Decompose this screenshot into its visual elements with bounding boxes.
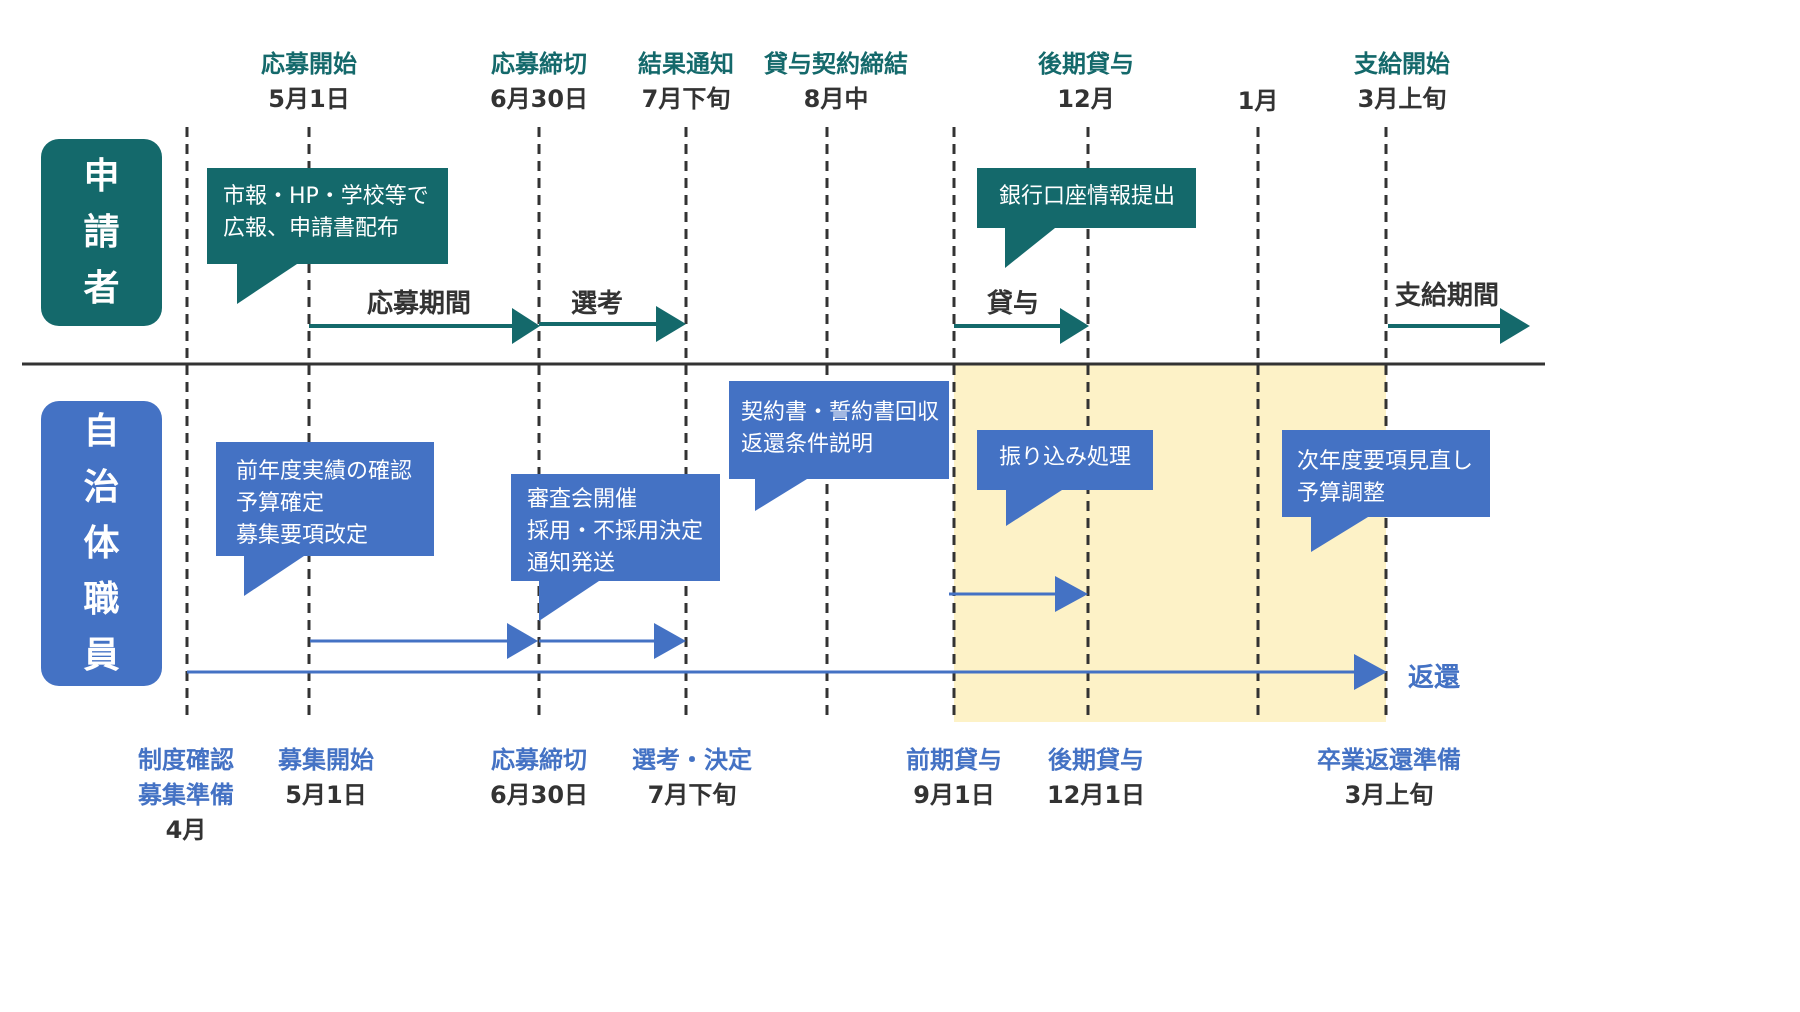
arrow-application-period — [309, 308, 540, 344]
phase-selection: 選考 — [571, 289, 624, 319]
bottom-milestone-date: 6月30日 — [489, 781, 589, 809]
bottom-milestone-title: 制度確認 — [138, 746, 234, 774]
arrow-loan — [954, 308, 1089, 344]
lane-applicant-char: 申 — [83, 155, 120, 197]
note-line: 採用・不採用決定 — [527, 519, 704, 544]
note-next-year: 次年度要項見直し 予算調整 — [1282, 430, 1490, 552]
bottom-milestone-title: 応募締切 — [491, 746, 587, 774]
bubble-tail — [1006, 490, 1062, 526]
bubble-tail — [237, 264, 297, 304]
note-line: 予算調整 — [1297, 481, 1386, 506]
arrow-staff-recruit — [310, 623, 538, 659]
bottom-milestone-title: 後期貸与 — [1048, 746, 1144, 774]
note-review: 審査会開催 採用・不採用決定 通知発送 — [511, 474, 720, 621]
note-line: 返還条件説明 — [741, 432, 874, 457]
note-line: 募集要項改定 — [236, 523, 369, 548]
lane-staff-char: 員 — [83, 634, 120, 676]
bottom-milestone-title: 募集準備 — [138, 781, 234, 809]
phase-payment: 支給期間 — [1395, 281, 1500, 311]
note-publicity: 市報・HP・学校等で 広報、申請書配布 — [207, 168, 448, 304]
arrow-payment-period — [1388, 308, 1530, 344]
top-milestone-date: 7月下旬 — [641, 85, 731, 113]
note-bank-account: 銀行口座情報提出 — [977, 168, 1196, 268]
bottom-milestone-date: 7月下旬 — [647, 781, 737, 809]
arrow-selection — [539, 306, 686, 342]
note-line: 契約書・誓約書回収 — [741, 400, 940, 425]
bottom-milestone-date: 4月 — [165, 816, 207, 844]
bottom-milestone-date: 9月1日 — [913, 781, 995, 809]
note-line: 振り込み処理 — [999, 445, 1132, 470]
phase-loan: 貸与 — [987, 289, 1040, 319]
note-preparation: 前年度実績の確認 予算確定 募集要項改定 — [216, 442, 434, 596]
lane-applicant-char: 者 — [83, 267, 120, 309]
bottom-milestone-title: 選考・決定 — [632, 746, 752, 774]
top-milestone-date: 5月1日 — [268, 85, 350, 113]
top-milestone-title: 結果通知 — [638, 50, 734, 78]
top-milestone-title: 応募開始 — [261, 50, 357, 78]
phase-repayment: 返還 — [1408, 663, 1461, 693]
bottom-milestone-date: 3月上旬 — [1344, 781, 1434, 809]
top-milestone-date: 3月上旬 — [1357, 85, 1447, 113]
note-line: 銀行口座情報提出 — [999, 184, 1176, 209]
bottom-milestone-title: 募集開始 — [278, 746, 374, 774]
note-line: 審査会開催 — [527, 487, 638, 512]
bubble-tail — [539, 581, 599, 621]
arrow-staff-transfer — [949, 576, 1088, 612]
lane-staff: 自 治 体 職 員 — [41, 401, 162, 686]
note-line: 広報、申請書配布 — [223, 216, 400, 241]
top-milestone-date: 6月30日 — [489, 85, 589, 113]
bubble-tail — [755, 479, 807, 511]
top-milestone-title: 後期貸与 — [1038, 50, 1134, 78]
top-milestone-date: 8月中 — [803, 85, 869, 113]
bubble-tail — [244, 556, 304, 596]
note-line: 前年度実績の確認 — [236, 459, 413, 484]
lane-staff-char: 職 — [83, 578, 120, 620]
note-line: 予算確定 — [236, 491, 325, 516]
bottom-milestone-title: 卒業返還準備 — [1317, 746, 1461, 774]
top-milestone-title: 支給開始 — [1354, 50, 1450, 78]
lane-staff-char: 体 — [83, 522, 120, 564]
lane-staff-char: 自 — [83, 410, 120, 452]
bottom-milestone-date: 5月1日 — [285, 781, 367, 809]
bubble-tail — [1005, 228, 1055, 268]
lane-staff-char: 治 — [83, 466, 120, 508]
top-milestone-date: 12月 — [1057, 85, 1115, 113]
note-line: 次年度要項見直し — [1297, 449, 1474, 474]
bubble-tail — [1311, 517, 1368, 552]
top-milestone-title: 貸与契約締結 — [764, 50, 908, 78]
top-milestone-date: 1月 — [1237, 87, 1279, 115]
arrow-staff-review — [539, 623, 686, 659]
note-line: 通知発送 — [527, 551, 616, 576]
note-line: 市報・HP・学校等で — [223, 184, 429, 209]
lane-applicant: 申 請 者 — [41, 139, 162, 326]
top-milestone-title: 応募締切 — [491, 50, 587, 78]
phase-application: 応募期間 — [367, 289, 472, 319]
bottom-milestone-date: 12月1日 — [1046, 781, 1146, 809]
note-contract: 契約書・誓約書回収 返還条件説明 — [729, 381, 949, 511]
arrow-staff-repayment — [187, 654, 1387, 690]
lane-applicant-char: 請 — [83, 211, 120, 253]
note-transfer: 振り込み処理 — [977, 430, 1153, 526]
bottom-milestone-title: 前期貸与 — [906, 746, 1002, 774]
